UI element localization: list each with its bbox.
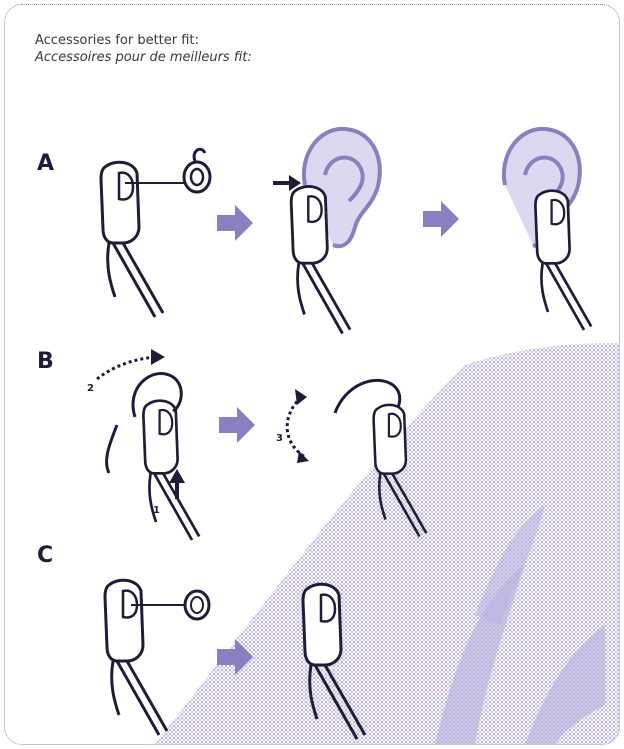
- row-a-arrow-2: [423, 201, 459, 237]
- step-label-2: 2: [87, 383, 94, 394]
- row-b-up-arrow-icon: [169, 469, 185, 499]
- row-a-headset: [101, 162, 163, 317]
- illustration-panel: Accessories for better fit: Accessoires …: [4, 4, 620, 745]
- row-c-headset-2: [303, 584, 365, 739]
- row-b-headset: [143, 401, 199, 540]
- row-b-arrow: [219, 407, 255, 443]
- row-a-headset-3: [535, 191, 591, 330]
- row-c-headset: [105, 580, 167, 735]
- row-c-arrow: [217, 639, 253, 675]
- row-b-double-arrow-icon: [287, 389, 309, 463]
- step-label-1: 1: [153, 505, 160, 516]
- row-b-headset-2: [374, 405, 427, 537]
- row-a-arrow-1: [217, 205, 253, 241]
- step-label-3: 3: [276, 433, 283, 444]
- assembly-illustrations: [5, 5, 619, 744]
